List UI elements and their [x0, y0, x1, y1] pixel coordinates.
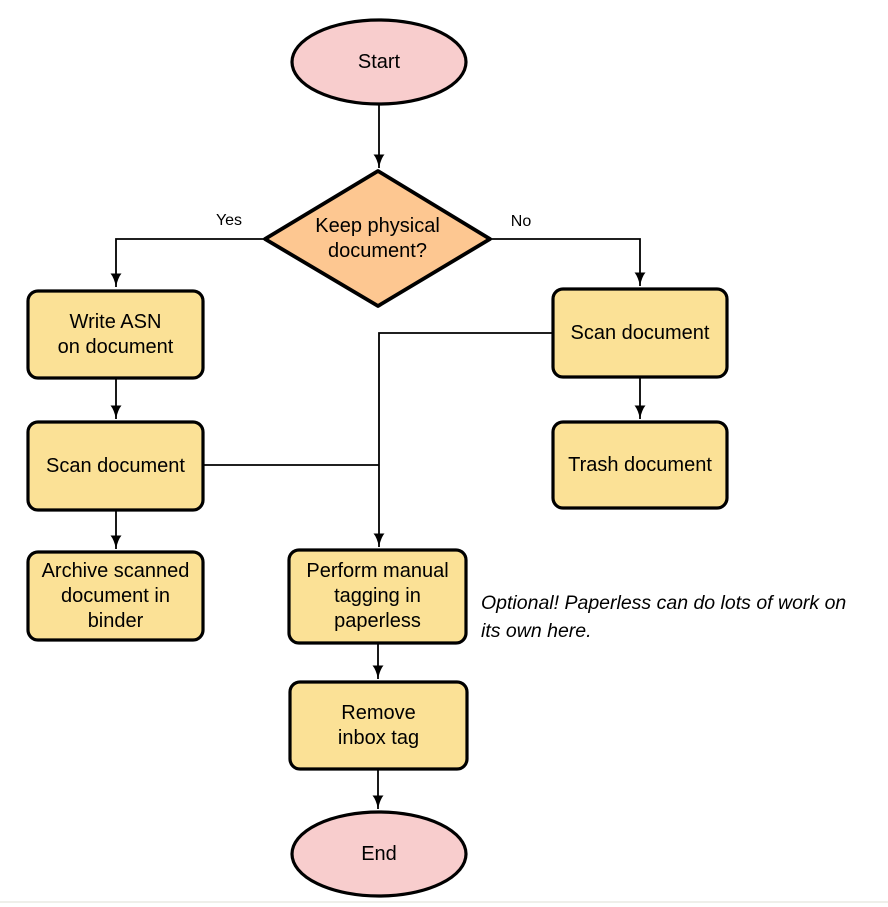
decision-diamond-shape: [263, 169, 492, 308]
remove-inbox-label: Remove inbox tag: [337, 701, 420, 749]
start-terminal-shape: [290, 18, 468, 106]
archive-label: Archive scanned document in binder: [41, 559, 190, 632]
edge-scan-right-to-tagging: [373, 332, 553, 547]
end-label: End: [361, 842, 397, 865]
trash-label: Trash document: [568, 453, 712, 476]
scan-left-process-shape: [26, 420, 205, 512]
page-bottom-border: [0, 901, 888, 903]
write-asn-process-shape: [26, 289, 205, 380]
no-branch-label: No: [510, 213, 532, 230]
tagging-process-shape: [287, 548, 468, 645]
scan-left-label: Scan document: [46, 454, 185, 477]
decision-label: Keep physical document?: [315, 214, 440, 262]
trash-process-shape: [551, 420, 729, 510]
write-asn-label: Write ASN on document: [57, 310, 174, 358]
yes-branch-label: Yes: [215, 212, 243, 229]
tagging-label: Perform manual tagging in paperless: [306, 560, 449, 632]
scan-right-label: Scan document: [570, 321, 710, 344]
end-terminal-shape: [290, 810, 468, 898]
edge-decision-no-to-scan-right: [490, 238, 646, 286]
scan-right-process-shape: [551, 287, 729, 379]
optional-note: Optional! Paperless can do lots of work …: [481, 592, 847, 642]
archive-process-shape: [26, 550, 205, 642]
start-label: Start: [357, 50, 401, 73]
remove-inbox-process-shape: [288, 680, 469, 771]
edge-decision-yes-to-write-asn: [110, 238, 265, 287]
